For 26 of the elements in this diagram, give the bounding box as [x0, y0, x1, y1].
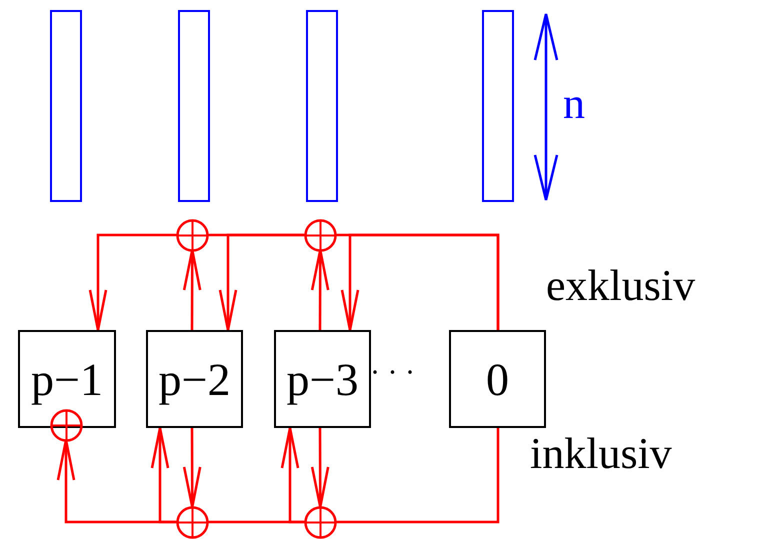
dimension-label: n [563, 82, 585, 126]
bar-shape [482, 10, 514, 202]
connector-line [207, 520, 305, 524]
arrow [310, 248, 330, 330]
arrow [218, 234, 305, 332]
arrow [88, 234, 177, 332]
ellipsis-text: · · · [370, 358, 415, 388]
bar-shape [306, 10, 338, 202]
annotation-text: exklusiv [546, 264, 696, 308]
arrow [56, 438, 177, 524]
plus-circle [176, 506, 208, 538]
bar-shape [178, 10, 210, 202]
plus-circle [304, 506, 336, 538]
arrow [310, 428, 330, 508]
bar-shape [50, 10, 82, 202]
process-box: p−2 [146, 330, 243, 428]
annotation-text: inklusiv [530, 432, 672, 476]
process-box: p−1 [18, 330, 116, 428]
process-box: 0 [449, 330, 546, 428]
process-box: p−3 [274, 330, 371, 428]
arrow [182, 428, 202, 508]
plus-circle [176, 218, 208, 252]
plus-circle [304, 218, 336, 252]
connector-line [335, 428, 500, 524]
arrow [182, 248, 202, 330]
plus-circle [50, 408, 82, 442]
